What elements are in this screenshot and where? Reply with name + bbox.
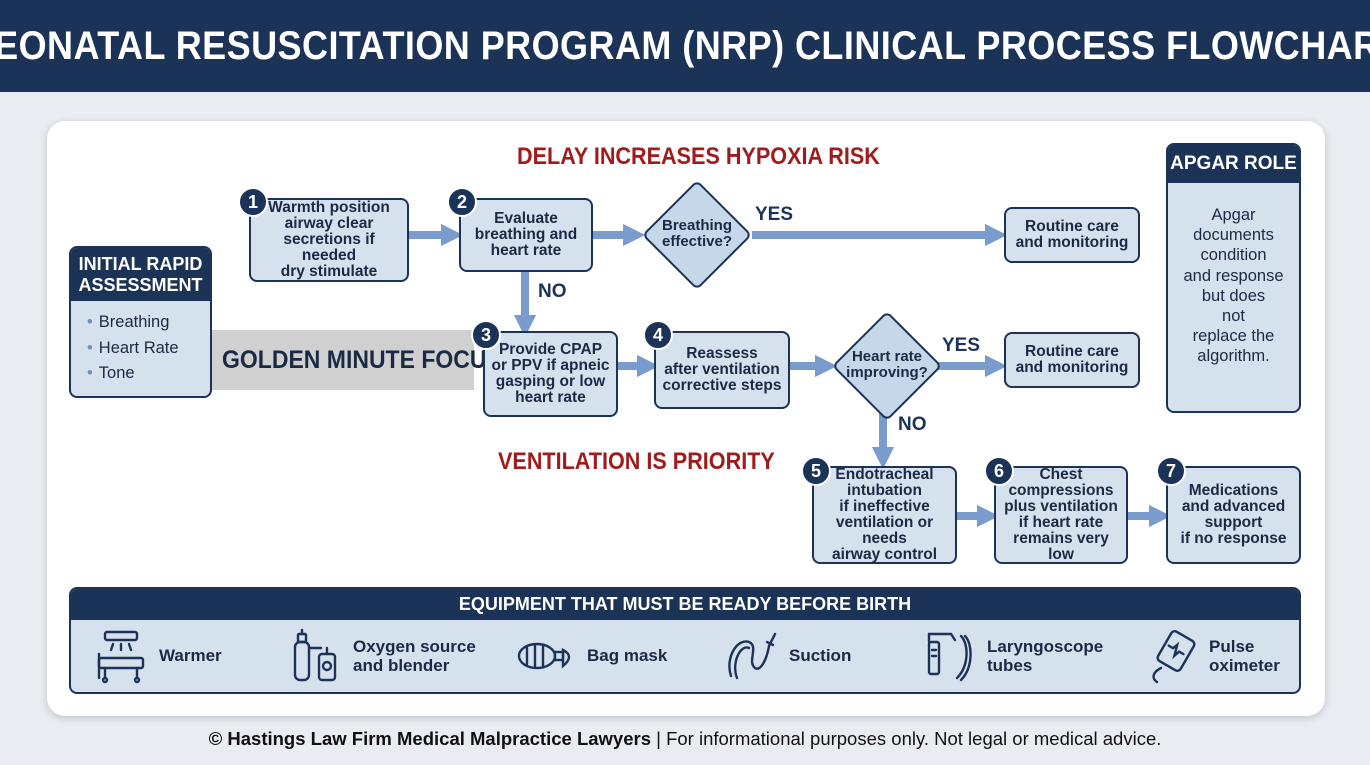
equipment-label: Oxygen source and blender xyxy=(353,636,476,675)
step-7-number: 7 xyxy=(1156,456,1186,486)
bag-mask-icon xyxy=(517,642,571,669)
heart-no-label: NO xyxy=(898,414,927,435)
step-5-box: Endotracheal intubation if ineffective v… xyxy=(812,466,957,564)
assessment-item: Tone xyxy=(87,361,210,387)
footer-disclaimer: © Hastings Law Firm Medical Malpractice … xyxy=(0,728,1370,750)
assessment-item: Breathing xyxy=(87,310,210,336)
page-title: NEONATAL RESUSCITATION PROGRAM (NRP) CLI… xyxy=(0,23,1370,68)
step-4-number: 4 xyxy=(643,320,673,350)
step-4-box: Reassess after ventilation corrective st… xyxy=(654,331,790,409)
initial-assessment-title: INITIAL RAPID ASSESSMENT xyxy=(71,248,210,301)
equipment-label: Suction xyxy=(789,646,852,665)
step-3-number: 3 xyxy=(471,320,501,350)
routine-care-box-1: Routine care and monitoring xyxy=(1004,207,1140,263)
routine-care-box-2: Routine care and monitoring xyxy=(1004,332,1140,388)
step-6-number: 6 xyxy=(984,456,1014,486)
apgar-role-box: APGAR ROLE Apgar documents condition and… xyxy=(1166,143,1301,413)
equipment-label: Bag mask xyxy=(587,646,668,665)
laryngoscope-icon xyxy=(927,632,972,681)
equipment-label: Warmer xyxy=(159,646,222,665)
ventilation-priority: VENTILATION IS PRIORITY xyxy=(498,448,775,475)
step-6-box: Chest compressions plus ventilation if h… xyxy=(994,466,1128,564)
footer-firm-name: © Hastings Law Firm Medical Malpractice … xyxy=(208,728,651,749)
equipment-oxygen: Oxygen source and blender xyxy=(287,620,476,691)
equipment-label: Laryngoscope tubes xyxy=(987,636,1104,675)
equipment-title: EQUIPMENT THAT MUST BE READY BEFORE BIRT… xyxy=(71,589,1299,620)
step-5-number: 5 xyxy=(801,456,831,486)
pulse-oximeter-icon xyxy=(1152,629,1196,683)
assessment-item: Heart Rate xyxy=(87,336,210,362)
breathing-decision-label: Breathing effective? xyxy=(661,217,733,250)
step-7-box: Medications and advanced support if no r… xyxy=(1166,466,1301,564)
heart-rate-decision-label: Heart rate improving? xyxy=(846,348,928,381)
assessment-list: Breathing Heart Rate Tone xyxy=(71,301,210,387)
step-1-number: 1 xyxy=(238,187,268,217)
equipment-panel: EQUIPMENT THAT MUST BE READY BEFORE BIRT… xyxy=(69,587,1301,694)
equipment-warmer: Warmer xyxy=(93,620,222,691)
heart-yes-label: YES xyxy=(942,335,981,356)
step-2-box: Evaluate breathing and heart rate xyxy=(459,198,593,272)
golden-minute-label: GOLDEN MINUTE FOCUS xyxy=(222,345,502,374)
apgar-role-text: Apgar documents condition and response b… xyxy=(1183,206,1284,366)
apgar-role-title: APGAR ROLE xyxy=(1168,145,1299,183)
step-2-number: 2 xyxy=(447,187,477,217)
equipment-label: Pulse oximeter xyxy=(1209,636,1280,675)
golden-minute-banner: GOLDEN MINUTE FOCUS xyxy=(212,330,502,390)
equipment-laryngoscope: Laryngoscope tubes xyxy=(921,620,1103,691)
suction-icon xyxy=(728,632,777,679)
footer-disclaimer-text: | For informational purposes only. Not l… xyxy=(651,728,1162,749)
breathing-no-label: NO xyxy=(538,281,567,302)
step-3-box: Provide CPAP or PPV if apneic gasping or… xyxy=(483,331,618,417)
equipment-bag-mask: Bag mask xyxy=(515,620,667,691)
breathing-yes-label: YES xyxy=(755,204,794,225)
equipment-suction: Suction xyxy=(723,620,851,691)
delay-warning: DELAY INCREASES HYPOXIA RISK xyxy=(517,143,880,170)
oxygen-tank-icon xyxy=(293,628,337,681)
title-bar: NEONATAL RESUSCITATION PROGRAM (NRP) CLI… xyxy=(0,0,1370,92)
step-1-box: Warmth position airway clear secretions … xyxy=(249,198,409,282)
initial-assessment-box: INITIAL RAPID ASSESSMENT Breathing Heart… xyxy=(69,246,212,398)
warmer-icon xyxy=(97,630,145,683)
equipment-pulse-oximeter: Pulse oximeter xyxy=(1143,620,1280,691)
